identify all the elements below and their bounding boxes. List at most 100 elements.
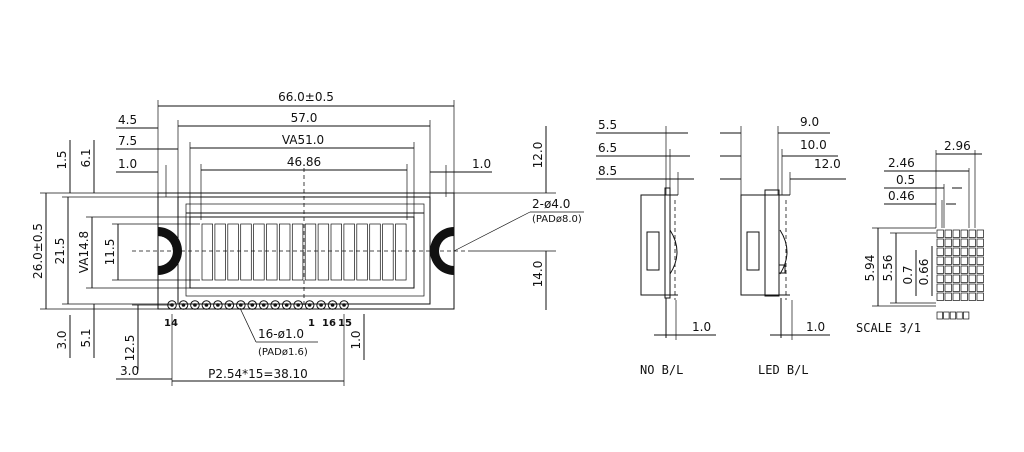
matrix-dot <box>976 265 984 274</box>
matrix-dot <box>944 247 952 256</box>
matrix-dot <box>976 283 984 292</box>
pin-hole <box>227 303 232 307</box>
matrix-dot <box>952 274 960 283</box>
dim-width-overall: 66.0±0.5 <box>278 90 334 104</box>
pin-hole <box>273 303 278 307</box>
pin-row <box>167 300 349 310</box>
matrix-dot <box>968 256 976 265</box>
matrix-dot <box>960 283 968 292</box>
pin-hole <box>307 303 312 307</box>
character-cell <box>330 223 342 281</box>
pin-hole <box>250 303 255 307</box>
matrix-dot <box>976 229 984 238</box>
character-cell <box>382 223 394 281</box>
character-cell <box>343 223 355 281</box>
led-bl-dim-1-0: 1.0 <box>806 320 825 334</box>
dim-va-width: VA51.0 <box>282 133 324 147</box>
matrix-dot <box>952 238 960 247</box>
led-bl-dim-10-0: 10.0 <box>800 138 827 152</box>
pin-pad <box>339 300 349 310</box>
pin-pad <box>316 300 326 310</box>
dim-height-overall: 26.0±0.5 <box>31 223 45 279</box>
matrix-dot <box>936 274 944 283</box>
cursor-dot <box>936 311 943 320</box>
dim-right-12-0: 12.0 <box>531 142 545 169</box>
matrix-dot <box>960 247 968 256</box>
dim-active-width: 46.86 <box>287 155 321 169</box>
matrix-dot <box>976 238 984 247</box>
character-cell <box>266 223 278 281</box>
matrix-dot <box>960 265 968 274</box>
dim-bottom-12-5: 12.5 <box>123 335 137 362</box>
matrix-dot <box>952 256 960 265</box>
matrix-dot <box>960 274 968 283</box>
character-cell <box>291 223 304 281</box>
pin-label-14: 14 <box>164 318 178 329</box>
matrix-dot <box>936 283 944 292</box>
pin-hole <box>204 303 209 307</box>
dim-2-46: 2.46 <box>888 156 915 170</box>
no-bl-dim-1-0: 1.0 <box>692 320 711 334</box>
character-cell <box>227 223 239 281</box>
dim-top-1-5: 1.5 <box>55 150 69 169</box>
pin-hole <box>330 303 335 307</box>
matrix-dot <box>952 247 960 256</box>
matrix-dot <box>936 256 944 265</box>
matrix-dot <box>976 292 984 301</box>
cursor-dot <box>963 311 970 320</box>
matrix-dot <box>976 256 984 265</box>
dim-left-7-5: 7.5 <box>118 134 137 148</box>
cursor-dot <box>943 311 950 320</box>
character-cell <box>253 223 265 281</box>
character-cell <box>201 223 213 281</box>
pin-pad <box>224 300 235 310</box>
viewing-area <box>189 216 415 289</box>
pin-label-15: 15 <box>338 318 352 329</box>
dim-0-5: 0.5 <box>896 173 915 187</box>
matrix-dot <box>952 292 960 301</box>
pin-hole <box>261 303 266 307</box>
no-bl-caption: NO B/L <box>640 363 683 377</box>
character-detail: 2.96 2.46 0.5 0.46 5.94 5.56 0.7 0.66 SC… <box>856 139 984 335</box>
dim-left-1-0: 1.0 <box>118 157 137 171</box>
dim-0-7: 0.7 <box>901 265 915 284</box>
pin-hole <box>342 303 346 307</box>
pin-hole <box>193 303 197 307</box>
matrix-dot <box>944 265 952 274</box>
no-bl-dim-6-5: 6.5 <box>598 141 617 155</box>
matrix-dot <box>960 238 968 247</box>
matrix-dot <box>976 247 984 256</box>
led-bl-caption: LED B/L <box>758 363 809 377</box>
matrix-dot <box>960 292 968 301</box>
matrix-dot <box>936 238 944 247</box>
cursor-dot <box>956 311 963 320</box>
pitch-note: P2.54*15=38.10 <box>208 367 308 381</box>
pin-hole <box>216 303 220 307</box>
dim-5-56: 5.56 <box>881 255 895 282</box>
dim-top-6-1: 6.1 <box>79 148 93 167</box>
character-cell <box>279 223 291 281</box>
dim-right-1-0: 1.0 <box>472 157 491 171</box>
dim-2-96: 2.96 <box>944 139 971 153</box>
dim-width-57: 57.0 <box>291 111 318 125</box>
matrix-dot <box>944 238 952 247</box>
matrix-dot <box>944 274 952 283</box>
matrix-dot <box>968 238 976 247</box>
matrix-dot <box>968 229 976 238</box>
side-view-no-backlight: 5.5 6.5 8.5 1.0 NO B/L <box>596 118 716 377</box>
pin-pad <box>258 300 269 310</box>
hole-pad-note: (PADø8.0) <box>532 214 582 225</box>
character-cell <box>369 223 381 281</box>
matrix-dot <box>936 229 944 238</box>
pin-hole <box>319 303 323 307</box>
matrix-dot <box>936 292 944 301</box>
pin-pad <box>270 300 281 310</box>
led-bl-dim-9-0: 9.0 <box>800 115 819 129</box>
pin-pad-note: (PADø1.6) <box>258 347 308 358</box>
matrix-dot <box>944 256 952 265</box>
no-bl-dim-8-5: 8.5 <box>598 164 617 178</box>
matrix-dot <box>968 274 976 283</box>
dim-va-height: VA14.8 <box>77 231 91 273</box>
pin-pad <box>327 300 338 310</box>
dim-height-21-5: 21.5 <box>53 238 67 265</box>
